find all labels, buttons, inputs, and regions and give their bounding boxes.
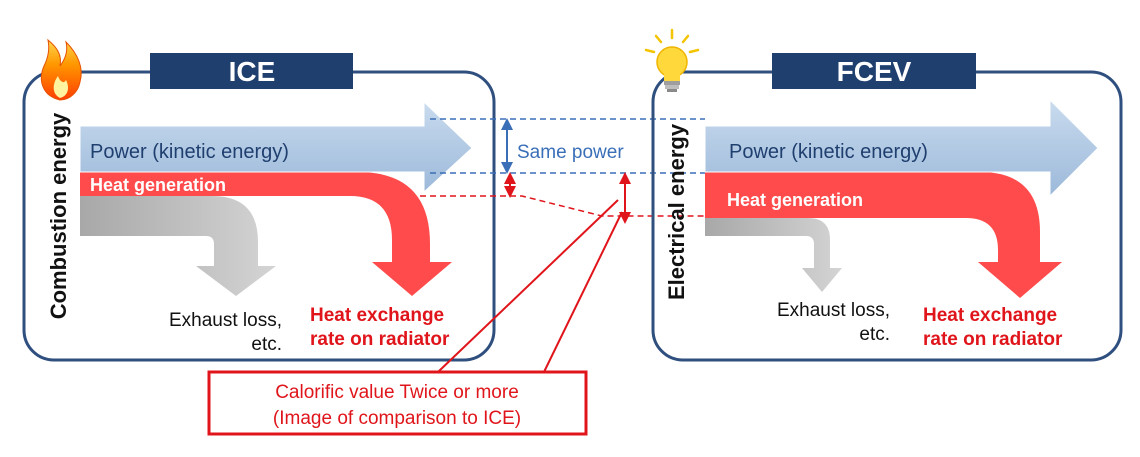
ice-radiator-label-line1: Heat exchange xyxy=(310,305,444,326)
fcev-heat-label: Heat generation xyxy=(727,190,863,210)
callout-pointer-left xyxy=(437,199,619,373)
ice-power-arrow xyxy=(79,100,473,194)
ice-title-box xyxy=(150,53,353,89)
callout-box xyxy=(207,370,588,436)
fcev-heat-arrow xyxy=(705,172,1062,298)
light-bulb-icon xyxy=(644,28,700,92)
fcev-exhaust-label-line1: Exhaust loss, xyxy=(777,300,890,321)
center-comparison: Same power Calorific value Twice or more… xyxy=(207,118,705,436)
ice-radiator-label-line2: rate on radiator xyxy=(310,329,450,350)
fcev-title-box xyxy=(772,53,976,89)
fcev-power-label: Power (kinetic energy) xyxy=(729,141,928,163)
ice-exhaust-label-line1: Exhaust loss, xyxy=(169,310,282,331)
flame-icon xyxy=(40,38,82,101)
fcev-title: FCEV xyxy=(837,56,912,87)
heat-dashed-line xyxy=(420,195,705,217)
same-power-label: Same power xyxy=(517,142,624,163)
fcev-exhaust-label-line2: etc. xyxy=(859,324,890,345)
fcev-radiator-label-line1: Heat exchange xyxy=(923,305,1057,326)
fcev-radiator-label-line2: rate on radiator xyxy=(923,329,1063,350)
ice-side-label: Combustion energy xyxy=(46,112,71,319)
ice-title: ICE xyxy=(229,56,276,87)
ice-exhaust-label-line2: etc. xyxy=(251,334,282,355)
callout-line1: Calorific value Twice or more xyxy=(275,382,519,403)
ice-heat-arrow xyxy=(80,172,452,296)
ice-panel: ICE Combustion energy Heat generation Po… xyxy=(22,38,496,362)
ice-exhaust-arrow xyxy=(80,196,276,296)
fcev-power-arrow xyxy=(704,98,1099,198)
ice-heat-label: Heat generation xyxy=(90,175,226,195)
callout-pointer-right xyxy=(543,211,623,373)
fcev-side-label: Electrical energy xyxy=(664,123,689,300)
ice-power-label: Power (kinetic energy) xyxy=(90,141,289,163)
callout-line2: (Image of comparison to ICE) xyxy=(273,408,521,429)
fcev-panel: FCEV Electrical energy Heat generation P… xyxy=(644,28,1123,362)
fcev-exhaust-arrow xyxy=(705,218,842,292)
